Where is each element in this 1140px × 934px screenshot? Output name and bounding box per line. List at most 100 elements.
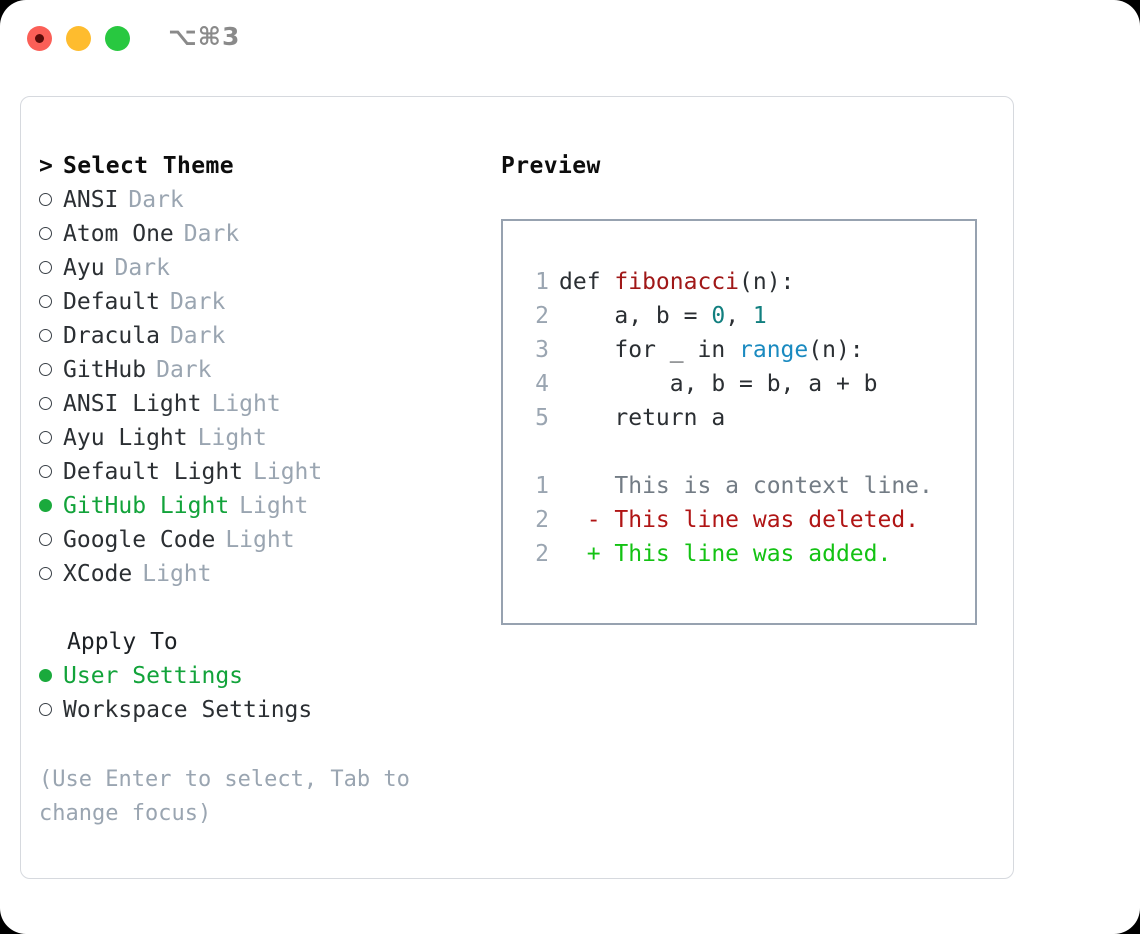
theme-variant-label: Light: [197, 425, 267, 451]
theme-list-item[interactable]: GitHub Dark: [39, 353, 469, 387]
line-number: 1: [535, 269, 549, 295]
close-button[interactable]: [27, 26, 52, 51]
theme-list-item[interactable]: Google Code Light: [39, 523, 469, 557]
diff-text: + This line was added.: [559, 541, 892, 567]
code-token: a, b = b, a + b: [559, 371, 878, 397]
line-number: 2: [535, 303, 549, 329]
code-token: 0: [711, 303, 726, 329]
theme-list-item[interactable]: Ayu Dark: [39, 251, 469, 285]
diff-line: 2 - This line was deleted.: [521, 503, 975, 537]
radio-unselected-icon: [39, 455, 63, 489]
theme-variant-label: Light: [142, 561, 212, 587]
code-token: return a: [559, 405, 726, 431]
theme-name: GitHub: [63, 357, 147, 383]
theme-list-item[interactable]: XCode Light: [39, 557, 469, 591]
keyboard-shortcut-label: ⌥⌘3: [168, 22, 241, 51]
radio-unselected-icon: [39, 353, 63, 387]
code-token: range: [739, 337, 809, 363]
radio-unselected-icon: [39, 319, 63, 353]
theme-list-item[interactable]: Dracula Dark: [39, 319, 469, 353]
theme-name: Default: [63, 289, 160, 315]
theme-name: Atom One: [63, 221, 174, 247]
code-token: fibonacci: [614, 269, 740, 295]
theme-list-item[interactable]: ANSI Light Light: [39, 387, 469, 421]
radio-unselected-icon: [39, 285, 63, 319]
theme-variant-label: Dark: [156, 357, 212, 383]
radio-unselected-icon: [39, 387, 63, 421]
page-title: Select Theme: [63, 153, 234, 179]
radio-selected-icon: [39, 489, 63, 523]
zoom-button[interactable]: [105, 26, 130, 51]
theme-list-item[interactable]: GitHub Light Light: [39, 489, 469, 523]
radio-unselected-icon: [39, 523, 63, 557]
code-line: 4 a, b = b, a + b: [521, 367, 975, 401]
apply-to-label-row: Apply To: [39, 625, 469, 659]
theme-name: GitHub Light: [63, 493, 230, 519]
theme-list-item[interactable]: Ayu Light Light: [39, 421, 469, 455]
theme-name: Ayu: [63, 255, 105, 281]
theme-name: Dracula: [63, 323, 160, 349]
theme-variant-label: Dark: [169, 289, 226, 315]
theme-variant-label: Light: [211, 391, 281, 417]
title-bar: ⌥⌘3: [0, 0, 1140, 76]
diff-line: 2 + This line was added.: [521, 537, 975, 571]
theme-list-item[interactable]: Default Light Light: [39, 455, 469, 489]
hint-spacer: [39, 727, 469, 763]
code-token: ,: [725, 303, 753, 329]
code-line: 3 for _ in range(n):: [521, 333, 975, 367]
code-token: (n):: [808, 337, 864, 363]
theme-variant-label: Dark: [114, 255, 170, 281]
line-number: 2: [535, 507, 549, 533]
section-spacer: [39, 591, 469, 625]
theme-name: Default Light: [63, 459, 244, 485]
line-number: 1: [535, 473, 549, 499]
apply-to-label: Apply To: [67, 629, 178, 655]
theme-variant-label: Dark: [169, 323, 226, 349]
line-number: 3: [535, 337, 549, 363]
theme-list-item[interactable]: Default Dark: [39, 285, 469, 319]
theme-variant-label: Dark: [128, 187, 184, 213]
apply-to-option[interactable]: User Settings: [39, 659, 469, 693]
theme-variant-label: Light: [253, 459, 323, 485]
code-token: 1: [752, 303, 767, 329]
theme-variant-label: Light: [239, 493, 309, 519]
radio-selected-icon: [39, 659, 63, 693]
diff-text: This is a context line.: [559, 473, 933, 499]
line-number: 4: [535, 371, 549, 397]
code-line: 1 def fibonacci(n):: [521, 265, 975, 299]
code-token: (n):: [739, 269, 795, 295]
diff-text: - This line was deleted.: [559, 507, 920, 533]
line-number: 5: [535, 405, 549, 431]
preview-title: Preview: [501, 153, 601, 179]
code-token: def: [559, 269, 615, 295]
theme-picker-header: >Select Theme: [39, 149, 469, 183]
theme-name: ANSI: [63, 187, 119, 213]
radio-unselected-icon: [39, 251, 63, 285]
code-token: for _ in: [559, 337, 740, 363]
minimize-button[interactable]: [66, 26, 91, 51]
theme-name: ANSI Light: [63, 391, 202, 417]
code-line: 5 return a: [521, 401, 975, 435]
window-controls: [27, 26, 130, 51]
radio-unselected-icon: [39, 421, 63, 455]
apply-to-option-label: Workspace Settings: [63, 697, 313, 723]
apply-to-option-label: User Settings: [63, 663, 244, 689]
theme-name: XCode: [63, 561, 133, 587]
radio-unselected-icon: [39, 557, 63, 591]
apply-to-option[interactable]: Workspace Settings: [39, 693, 469, 727]
theme-name: Google Code: [63, 527, 216, 553]
code-token: a, b =: [559, 303, 712, 329]
radio-unselected-icon: [39, 217, 63, 251]
theme-name: Ayu Light: [63, 425, 188, 451]
theme-variant-label: Light: [225, 527, 295, 553]
diff-line: 1 This is a context line.: [521, 469, 975, 503]
theme-list-item[interactable]: ANSI Dark: [39, 183, 469, 217]
